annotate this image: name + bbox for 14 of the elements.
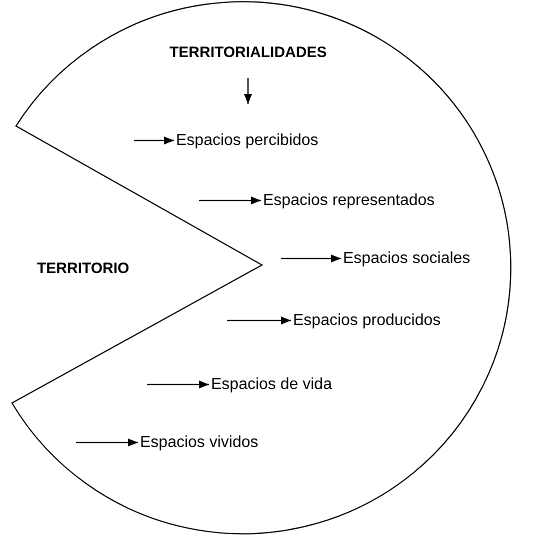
- arrow: [227, 316, 291, 324]
- arrow: [199, 196, 261, 204]
- heading: TERRITORIALIDADES: [170, 43, 327, 62]
- item-label: Espacios representados: [263, 191, 435, 210]
- arrow: [281, 254, 341, 262]
- item-label: Espacios de vida: [211, 375, 332, 394]
- arrow: [134, 136, 174, 144]
- item-label: Espacios vividos: [140, 433, 258, 452]
- arrow: [147, 380, 209, 388]
- item-label: Espacios percibidos: [176, 131, 318, 150]
- item-label: Espacios producidos: [293, 311, 441, 330]
- label: TERRITORIO: [37, 259, 130, 278]
- item-label: Espacios sociales: [343, 249, 470, 268]
- arrow: [76, 438, 138, 446]
